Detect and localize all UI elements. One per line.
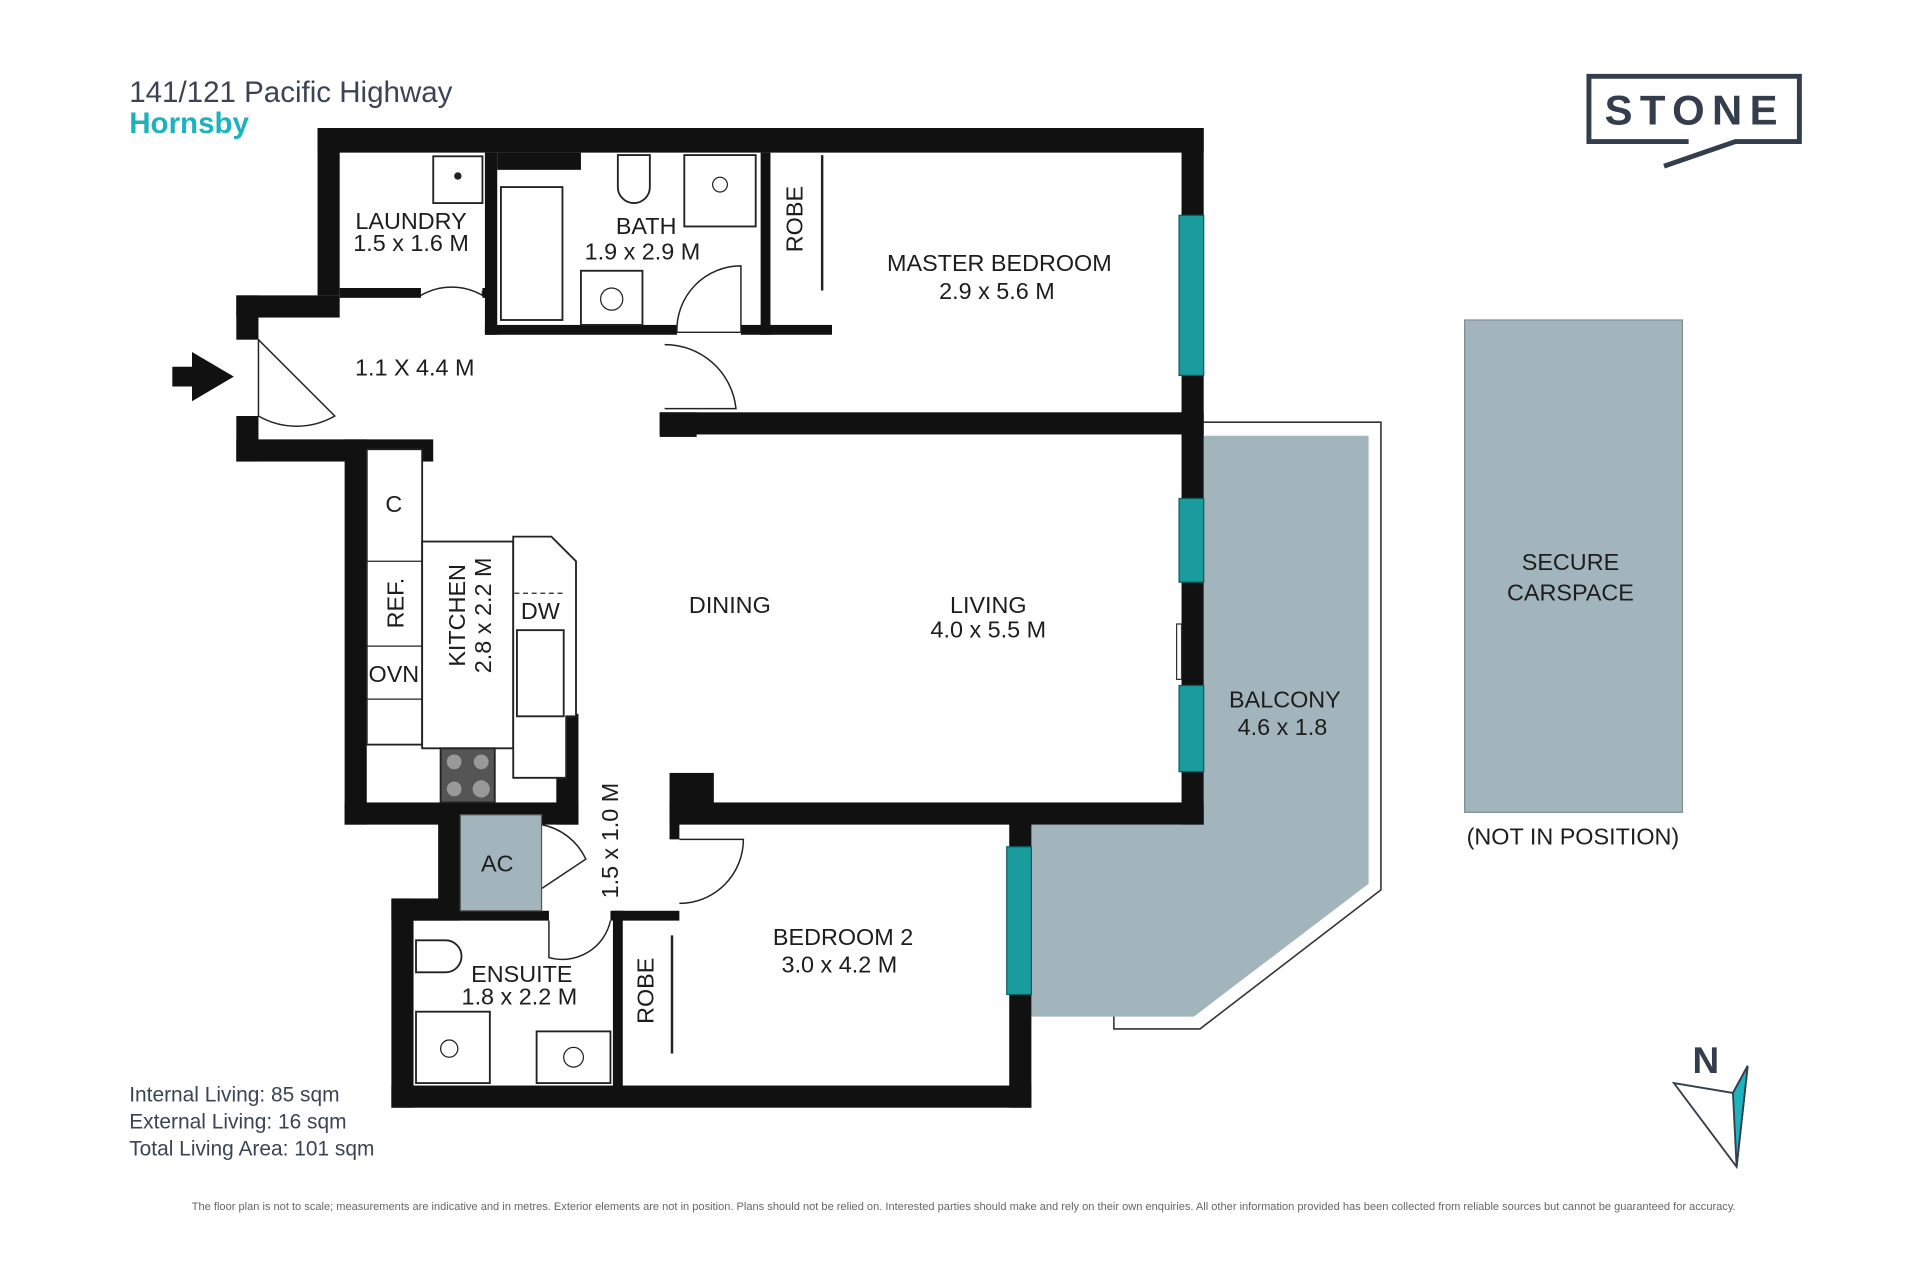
- ac-label: AC: [481, 850, 513, 876]
- robe-bed2-label: ROBE: [633, 958, 659, 1024]
- dishwasher-label: DW: [521, 598, 560, 624]
- carspace-label-1: SECURE: [1522, 549, 1619, 575]
- balcony-size: 4.6 x 1.8: [1238, 714, 1328, 740]
- kitchen-label: KITCHEN: [444, 564, 470, 667]
- bedroom2-size: 3.0 x 4.2 M: [782, 951, 898, 977]
- balcony-balustrade: [1113, 421, 1382, 1030]
- doors: [257, 265, 745, 961]
- master-bedroom-size: 2.9 x 5.6 M: [939, 278, 1055, 304]
- balcony-area: [1031, 435, 1369, 1017]
- balcony-label: BALCONY: [1229, 687, 1341, 713]
- property-suburb: Hornsby: [129, 107, 249, 140]
- window-bedroom2: [1006, 846, 1032, 996]
- kitchen-size: 2.8 x 2.2 M: [470, 558, 496, 674]
- oven-label: OVN: [369, 661, 420, 687]
- carspace-area: [1464, 319, 1684, 813]
- total-area: Total Living Area: 101 sqm: [129, 1138, 374, 1161]
- laundry-size: 1.5 x 1.6 M: [353, 230, 469, 256]
- entry-arrow-icon: [172, 352, 234, 402]
- window-living-2: [1178, 684, 1205, 773]
- window-master: [1178, 214, 1205, 376]
- carspace-note: (NOT IN POSITION): [1467, 823, 1680, 849]
- north-compass-icon: N: [1671, 1040, 1749, 1170]
- fridge-label: REF.: [383, 578, 409, 629]
- living-size: 4.0 x 5.5 M: [930, 617, 1046, 643]
- master-bedroom-label: MASTER BEDROOM: [887, 250, 1112, 276]
- property-address: 141/121 Pacific Highway: [129, 76, 452, 109]
- carspace-label-2: CARSPACE: [1507, 580, 1634, 606]
- bath-label: BATH: [616, 213, 677, 239]
- robe-master-label: ROBE: [781, 186, 807, 252]
- logo-text: STONE: [1605, 86, 1785, 133]
- entry-door: [257, 337, 336, 427]
- internal-area: Internal Living: 85 sqm: [129, 1084, 339, 1107]
- external-area: External Living: 16 sqm: [129, 1111, 346, 1134]
- window-living-1: [1178, 497, 1205, 583]
- stone-logo: STONE: [1586, 73, 1802, 169]
- ensuite-size: 1.8 x 2.2 M: [462, 983, 578, 1009]
- ensuite-label: ENSUITE: [471, 961, 572, 987]
- cupboard-label: C: [385, 491, 402, 517]
- fixtures: [365, 154, 824, 1084]
- compass-label: N: [1693, 1040, 1720, 1081]
- hall2-size: 1.5 x 1.0 M: [597, 783, 623, 899]
- living-label: LIVING: [950, 592, 1027, 618]
- laundry-label: LAUNDRY: [355, 208, 467, 234]
- bath-size: 1.9 x 2.9 M: [585, 239, 701, 265]
- bedroom2-label: BEDROOM 2: [773, 924, 913, 950]
- disclaimer: The floor plan is not to scale; measurem…: [192, 1201, 1736, 1213]
- dining-label: DINING: [689, 592, 771, 618]
- sliding-door: [1176, 623, 1183, 680]
- ac-unit: [459, 814, 543, 912]
- hall-size: 1.1 X 4.4 M: [355, 354, 475, 380]
